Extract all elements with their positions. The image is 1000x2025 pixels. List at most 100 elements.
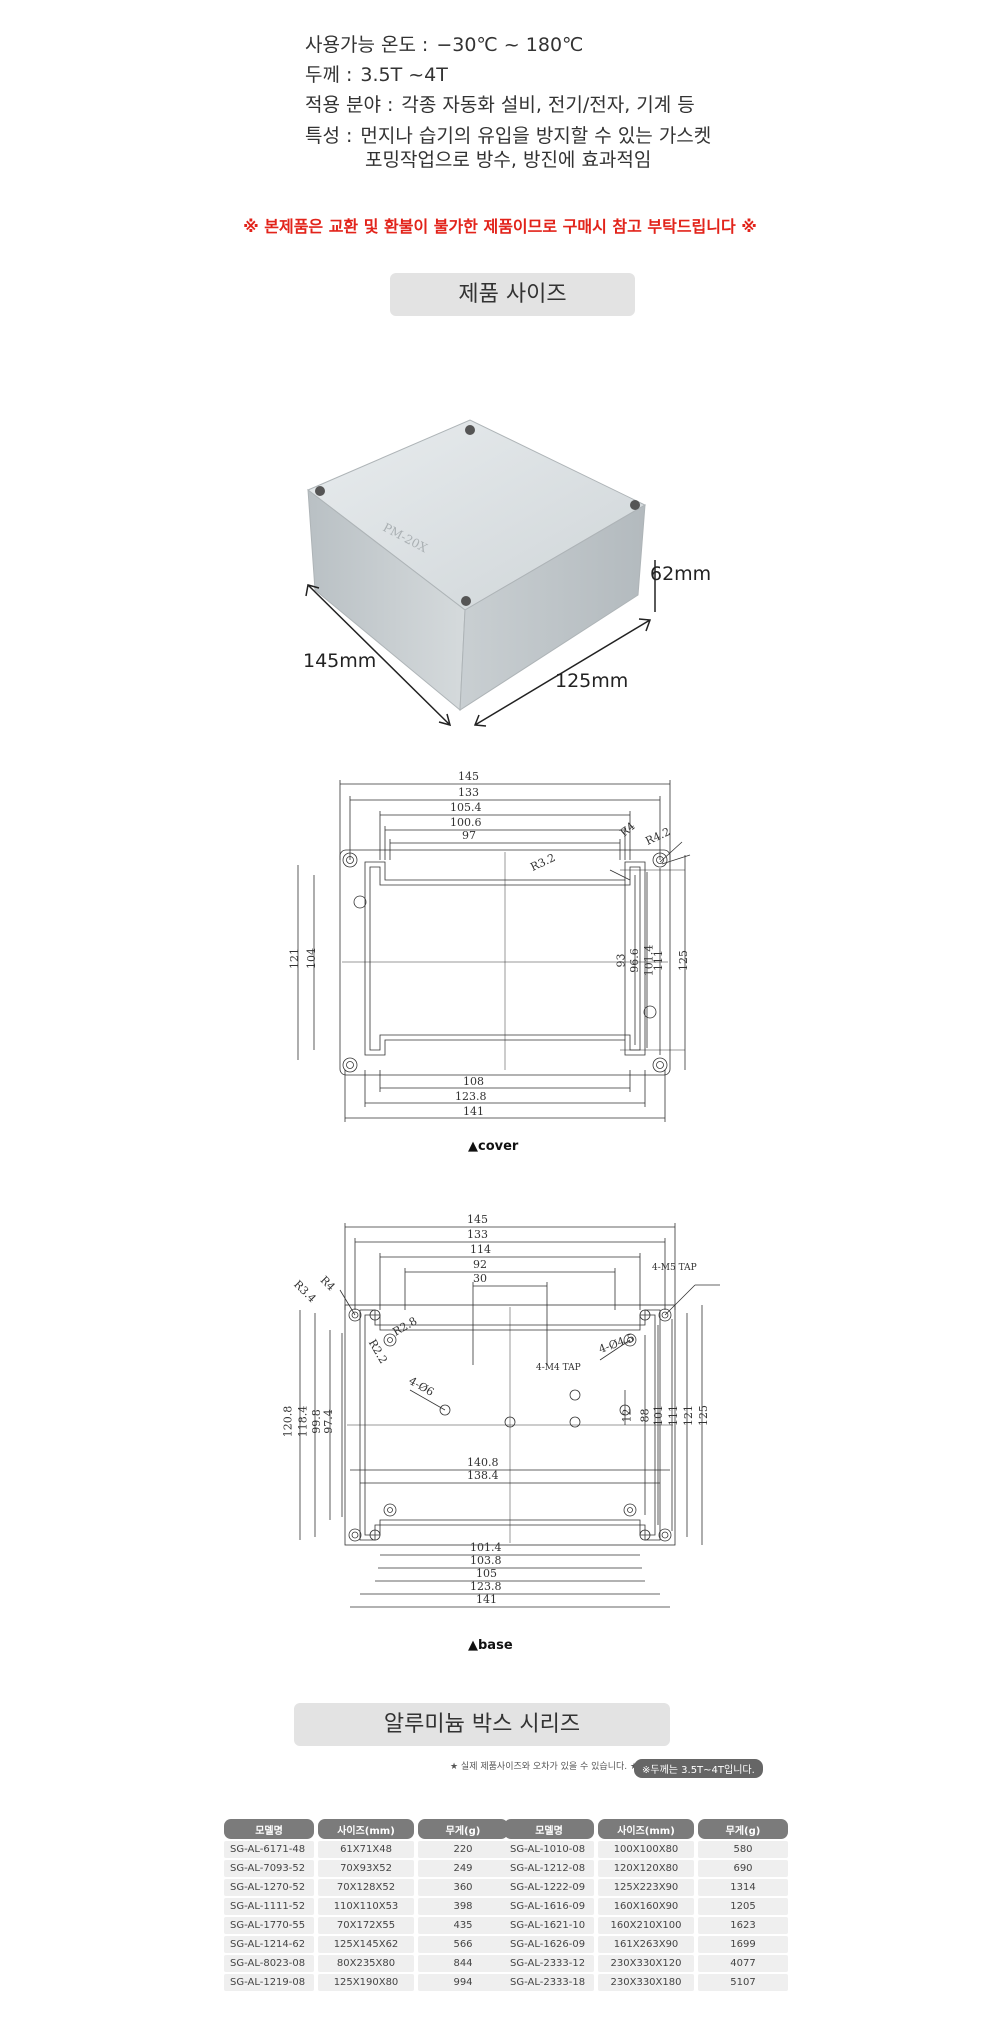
- cover-dim-108: 108: [463, 1075, 484, 1088]
- base-dim-125: 125: [697, 1405, 710, 1426]
- product-photo: PM-20X: [307, 419, 647, 712]
- size-cell: 61X71X48: [318, 1841, 414, 1858]
- base-dim-140-8: 140.8: [467, 1456, 499, 1469]
- cover-hole-2: [652, 852, 668, 868]
- base-dim-123-8: 123.8: [470, 1580, 502, 1593]
- model-cell: SG-AL-7093-52: [224, 1860, 314, 1877]
- size-cell: 160X210X100: [598, 1917, 694, 1934]
- col-weight: 무게(g): [418, 1819, 508, 1839]
- model-cell: SG-AL-1626-09: [504, 1936, 594, 1953]
- photo-dimension-lines: [305, 560, 656, 727]
- base-dim-103-8: 103.8: [470, 1554, 502, 1567]
- base-dim-121: 121: [682, 1405, 695, 1426]
- base-dim-88: 88: [638, 1408, 652, 1423]
- weight-cell: 360: [418, 1879, 508, 1896]
- base-dim-101-4: 101.4: [470, 1541, 502, 1554]
- weight-cell: 844: [418, 1955, 508, 1972]
- cover-dim-145: 145: [458, 770, 479, 783]
- base-hole-2: [369, 1309, 381, 1321]
- lid-screw-2: [465, 425, 475, 435]
- base-outline: [344, 1304, 676, 1546]
- model-cell: SG-AL-1212-08: [504, 1860, 594, 1877]
- cover-dim-100-6: 100.6: [450, 816, 482, 829]
- model-cell: SG-AL-1616-09: [504, 1898, 594, 1915]
- col-size: 사이즈(mm): [318, 1819, 414, 1839]
- photo-dim-depth: 125mm: [555, 670, 629, 692]
- cover-dim-97: 97: [462, 829, 476, 842]
- weight-cell: 220: [418, 1841, 508, 1858]
- base-radius-34: R3.4: [291, 1277, 319, 1306]
- base-drawing: [299, 1223, 720, 1608]
- size-cell: 125X145X62: [318, 1936, 414, 1953]
- base-dim-97-4: 97.4: [321, 1409, 335, 1434]
- base-hole-6: [369, 1529, 381, 1541]
- size-cell: 120X120X80: [598, 1860, 694, 1877]
- weight-cell: 580: [698, 1841, 788, 1858]
- cover-inner-gasket: [364, 861, 646, 1056]
- base-dim-101: 101: [652, 1405, 665, 1426]
- base-hole-5: [348, 1528, 362, 1542]
- size-cell: 160X160X90: [598, 1898, 694, 1915]
- size-tolerance-note: ★ 실제 제품사이즈와 오차가 있을 수 있습니다. ★: [450, 1762, 639, 1772]
- base-dim-145: 145: [467, 1213, 488, 1226]
- cover-dim-111: 111: [652, 950, 665, 971]
- size-cell: 80X235X80: [318, 1955, 414, 1972]
- weight-cell: 1205: [698, 1898, 788, 1915]
- cover-dim-121: 121: [288, 948, 301, 969]
- cover-hole-3: [342, 1057, 358, 1073]
- base-dim-141: 141: [476, 1593, 497, 1606]
- weight-cell: 435: [418, 1917, 508, 1934]
- box-right-side: [459, 504, 646, 711]
- cover-outline: [339, 849, 671, 1076]
- cover-dim-labels: 145 133 105.4 100.6 97 R4 R4.2 R3.2 121 …: [288, 770, 710, 1135]
- base-dim-105: 105: [476, 1567, 497, 1580]
- base-dim-30: 30: [473, 1272, 487, 1285]
- base-radius-28: R2.8: [390, 1314, 420, 1339]
- model-cell: SG-AL-8023-08: [224, 1955, 314, 1972]
- size-cell: 125X190X80: [318, 1974, 414, 1991]
- size-cell: 230X330X120: [598, 1955, 694, 1972]
- model-cell: SG-AL-1621-10: [504, 1917, 594, 1934]
- weight-cell: 566: [418, 1936, 508, 1953]
- size-cell: 125X223X90: [598, 1879, 694, 1896]
- base-dim-114: 114: [470, 1243, 491, 1256]
- size-cell: 70X93X52: [318, 1860, 414, 1877]
- cover-caption: ▲cover: [468, 1139, 519, 1154]
- spec-feature: 특성:먼지나 습기의 유입을 방지할 수 있는 가스켓: [305, 125, 712, 147]
- size-cell: 100X100X80: [598, 1841, 694, 1858]
- section-title-series: 알루미늄 박스 시리즈: [294, 1703, 670, 1746]
- weight-cell: 249: [418, 1860, 508, 1877]
- cover-radius-1: R4: [617, 819, 638, 840]
- spec-list: 사용가능 온도:−30℃ ~ 180℃ 두께:3.5T ~4T 적용 분야:각종…: [305, 30, 711, 172]
- model-cell: SG-AL-1010-08: [504, 1841, 594, 1858]
- model-cell: SG-AL-1770-55: [224, 1917, 314, 1934]
- thickness-badge: ※두께는 3.5T~4T입니다.: [634, 1759, 763, 1778]
- base-hole-1: [348, 1308, 362, 1322]
- cover-dim-104: 104: [305, 948, 318, 969]
- no-refund-notice: ※ 본제품은 교환 및 환불이 불가한 제품이므로 구매시 참고 부탁드립니다 …: [243, 217, 757, 236]
- model-cell: SG-AL-1270-52: [224, 1879, 314, 1896]
- base-hole-8: [639, 1529, 651, 1541]
- lid-screw-3: [630, 500, 640, 510]
- model-cell: SG-AL-6171-48: [224, 1841, 314, 1858]
- model-cell: SG-AL-1222-09: [504, 1879, 594, 1896]
- base-dim-12: 12: [620, 1408, 634, 1423]
- cover-dim-93: 93: [614, 953, 628, 968]
- base-note-m5-tap: 4-M5 TAP: [652, 1263, 697, 1273]
- col-weight: 무게(g): [698, 1819, 788, 1839]
- weight-cell: 398: [418, 1898, 508, 1915]
- weight-cell: 1623: [698, 1917, 788, 1934]
- base-mount-hole-5: [569, 1416, 581, 1428]
- cover-dim-125: 125: [677, 950, 690, 971]
- base-note-phi6: 4-Ø6: [406, 1374, 437, 1399]
- model-cell: SG-AL-1219-08: [224, 1974, 314, 1991]
